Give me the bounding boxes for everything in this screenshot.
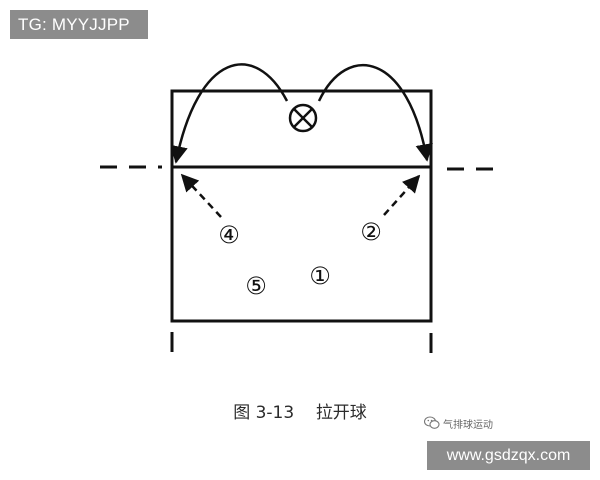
wechat-account: 气排球运动 [423, 415, 493, 431]
player-1-marker: ① [309, 262, 331, 290]
player-2-run-arrow [383, 174, 421, 216]
wechat-account-name: 气排球运动 [443, 419, 493, 431]
player-5-marker: ⑤ [245, 272, 267, 300]
player-2-marker: ② [360, 218, 382, 246]
ball-path-left [170, 63, 289, 164]
figure-caption: 图 3-13 拉开球 [0, 398, 600, 423]
figure-title: 拉开球 [315, 403, 367, 423]
court-outline [170, 89, 433, 323]
ball-path-right [317, 64, 433, 162]
top-watermark: TG: MYYJJPP [10, 10, 148, 39]
player-4-marker: ④ [218, 221, 240, 249]
bottom-watermark: www.gsdzqx.com [427, 441, 590, 470]
wechat-icon [423, 416, 440, 430]
figure-number: 图 3-13 [233, 403, 295, 423]
player-4-run-arrow [180, 173, 222, 218]
server-symbol [288, 103, 318, 133]
